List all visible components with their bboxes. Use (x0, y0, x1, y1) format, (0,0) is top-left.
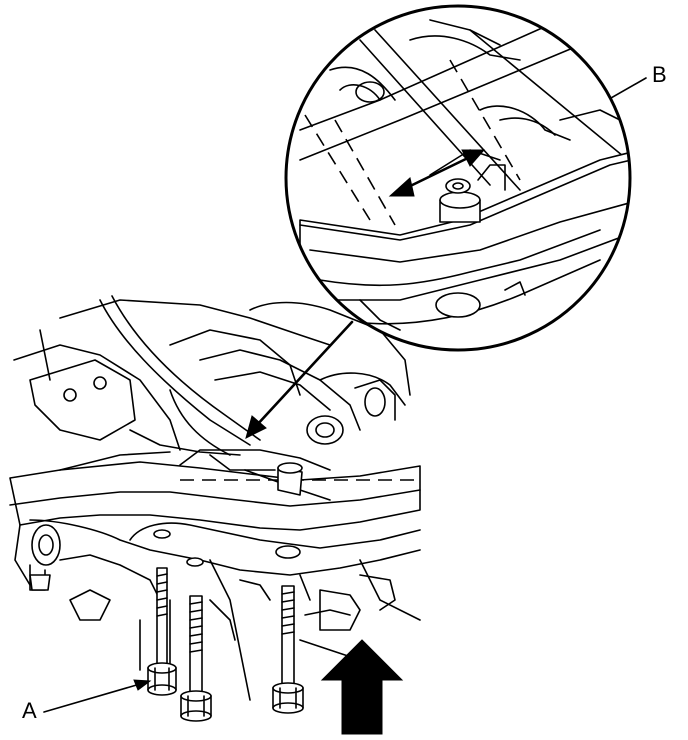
install-direction-arrow (320, 639, 404, 735)
subframe-crossmember (9, 449, 421, 701)
detail-leader-arrow (245, 320, 354, 439)
callout-label-a: A (22, 698, 37, 723)
detail-view-callout (284, 4, 632, 352)
bolt-left (147, 567, 177, 696)
callout-a-leader (43, 679, 152, 713)
mount-stud (277, 462, 303, 496)
callout-label-b: B (652, 62, 667, 87)
bolt-center (180, 595, 212, 722)
subframe-bolt-holes (153, 529, 301, 567)
bolt-right (272, 585, 304, 714)
